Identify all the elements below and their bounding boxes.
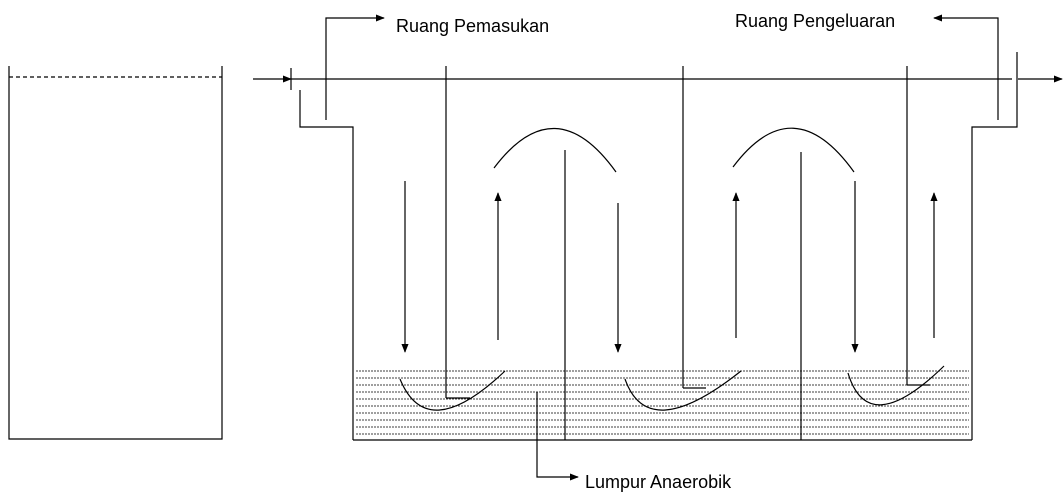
flow-arc-bottom-3 — [847, 365, 945, 406]
sludge-callout-pointer — [536, 392, 579, 481]
flow-arc-bottom-1 — [399, 370, 506, 411]
flow-arc-top-1 — [493, 127, 617, 173]
inlet-chamber-label: Ruang Pemasukan — [396, 16, 549, 36]
outlet-chamber — [933, 14, 1018, 440]
inlet-callout-pointer — [325, 14, 385, 82]
settling-tank — [8, 66, 223, 440]
inlet-chamber — [290, 14, 385, 440]
outlet-chamber-label: Ruang Pengeluaran — [735, 11, 895, 31]
outlet-callout-pointer — [933, 14, 999, 82]
flow-arc-bottom-2 — [624, 370, 742, 411]
anaerobic-sludge-label: Lumpur Anaerobik — [585, 472, 732, 492]
sludge-layer — [356, 370, 969, 435]
flow-arc-top-2 — [732, 127, 855, 173]
